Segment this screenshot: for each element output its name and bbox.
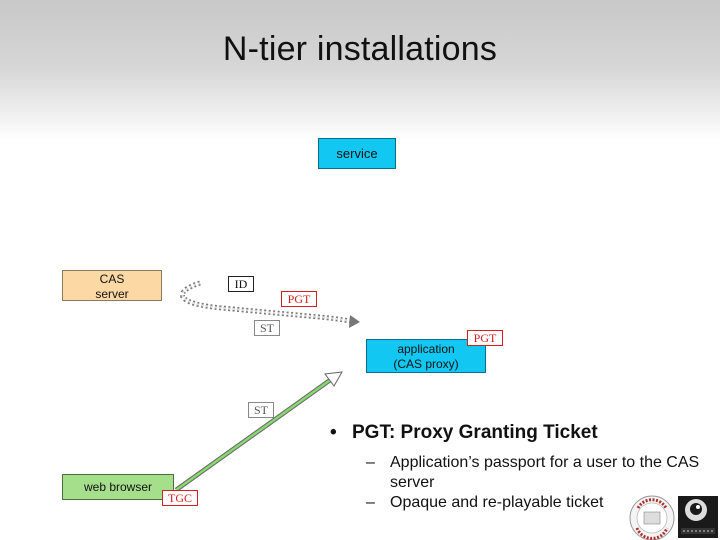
sub-bullet-2: – Opaque and re-playable ticket [366, 493, 715, 513]
cas-label-line1: CAS [99, 272, 125, 286]
arrowhead [324, 371, 343, 387]
sub-bullet-1-text: Application’s passport for a user to the… [390, 454, 700, 491]
service-label: service [336, 146, 378, 161]
sub-bullet-2-text: Opaque and re-playable ticket [390, 494, 604, 511]
pgt-ticket-top: PGT [281, 291, 317, 307]
pgt-ticket-app: PGT [467, 330, 503, 346]
browser-label: web browser [83, 479, 153, 494]
bullet-main: • PGT: Proxy Granting Ticket [330, 422, 715, 444]
id-ticket: ID [228, 276, 254, 292]
bullet-main-text: PGT: Proxy Granting Ticket [352, 422, 598, 443]
dash-icon: – [366, 494, 375, 511]
slide-title: N-tier installations [222, 30, 498, 68]
application-box: application (CAS proxy) [366, 339, 486, 373]
cas-to-app-arrow [179, 280, 357, 325]
sub-bullet-1: – Application’s passport for a user to t… [366, 453, 715, 493]
cas-label-line2: server [95, 287, 129, 301]
institution-logo-icon [629, 495, 718, 540]
bullet-icon: • [330, 422, 337, 443]
st-ticket-top: ST [254, 320, 280, 336]
cas-server-box: CAS server [62, 270, 162, 301]
dash-icon: – [366, 454, 375, 471]
service-box: service [318, 138, 396, 169]
tgc-ticket: TGC [162, 490, 198, 506]
st-ticket-bottom: ST [248, 402, 274, 418]
app-label-line2: (CAS proxy) [393, 357, 459, 371]
arrowhead [349, 315, 360, 328]
app-label-line1: application [397, 342, 455, 356]
bullet-list: • PGT: Proxy Granting Ticket – Applicatio… [330, 422, 715, 513]
web-browser-box: web browser [62, 474, 174, 500]
